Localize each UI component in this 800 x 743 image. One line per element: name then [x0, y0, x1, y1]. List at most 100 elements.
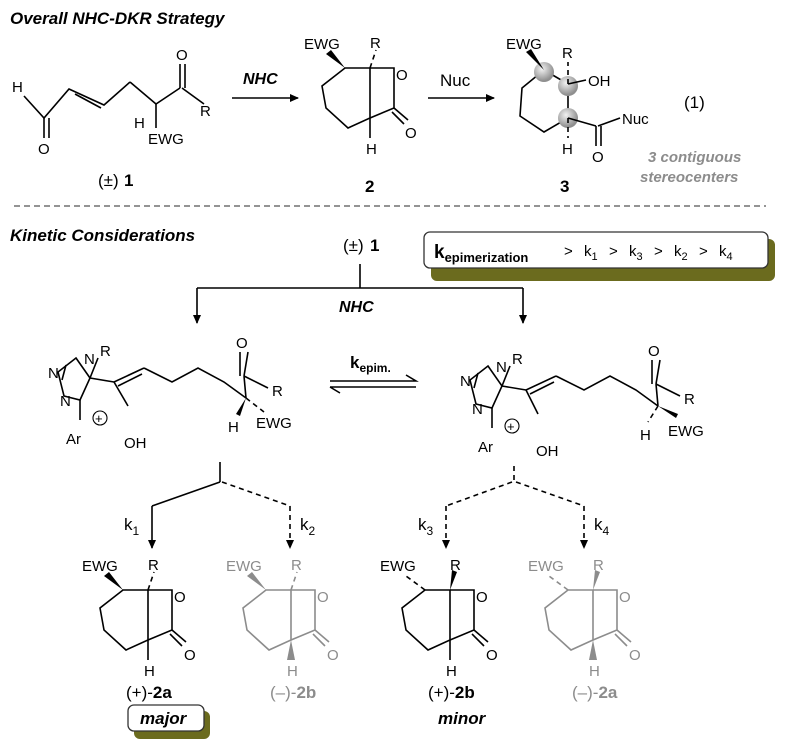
atom-r: R: [100, 343, 111, 360]
k-epim-symbol: k: [350, 353, 360, 372]
k-epimerization-symbol: k: [434, 242, 445, 263]
rate-k-sub: 1: [592, 251, 598, 263]
atom-oh: OH: [124, 435, 147, 452]
stereocenter-sphere: [534, 62, 554, 82]
equilibrium-arrows: kepim.: [329, 353, 419, 394]
svg-text:kepimerization: kepimerization: [434, 242, 528, 265]
atom-r: R: [450, 557, 461, 574]
atom-h: H: [562, 141, 573, 158]
atom-h: H: [287, 663, 298, 680]
svg-text:k3: k3: [418, 515, 434, 538]
product-plus-2b: EWG R O O H: [380, 557, 498, 680]
rate-k: k: [719, 243, 727, 260]
rate-k-sub: 3: [637, 251, 643, 263]
rate-k-sub: 4: [727, 251, 733, 263]
svg-text:k1: k1: [584, 243, 598, 263]
svg-text:k4: k4: [719, 243, 733, 263]
rate-comparator: >: [654, 243, 663, 260]
pathway-arrows: [148, 462, 588, 549]
atom-r: R: [562, 45, 573, 62]
positive-charge: +: [95, 411, 103, 426]
major-label: major: [140, 709, 188, 728]
atom-o: O: [176, 47, 188, 64]
overall-heading: Overall NHC-DKR Strategy: [10, 9, 226, 28]
atom-h: H: [134, 115, 145, 132]
atom-n: N: [60, 393, 71, 410]
svg-text:k1: k1: [124, 515, 140, 538]
atom-ewg: EWG: [506, 36, 542, 53]
positive-charge: +: [507, 419, 515, 434]
atom-r: R: [593, 557, 604, 574]
svg-text:(+)-2b: (+)-2b: [428, 683, 475, 702]
atom-o: O: [396, 67, 408, 84]
atom-o: O: [327, 647, 339, 664]
atom-ewg: EWG: [380, 558, 416, 575]
product-sign: (+)-: [428, 683, 455, 702]
svg-text:(+)-2a: (+)-2a: [126, 683, 172, 702]
breslow-intermediate-left: R N N N Ar + OH O R H EWG: [48, 335, 292, 452]
stereocenter-note-line1: 3 contiguous: [648, 149, 741, 166]
k1-subscript: 1: [133, 524, 140, 538]
product-name: 2b: [296, 683, 316, 702]
atom-r: R: [684, 391, 695, 408]
rate-comparator: >: [699, 243, 708, 260]
k1-symbol: k: [124, 515, 133, 534]
compound-2-label: 2: [365, 177, 374, 196]
atom-ar: Ar: [66, 431, 81, 448]
compound-3-label: 3: [560, 177, 569, 196]
stereocenter-sphere: [558, 76, 578, 96]
atom-n: N: [472, 401, 483, 418]
svg-text:k4: k4: [594, 515, 610, 538]
racemic-label: (±): [98, 171, 119, 190]
product-minus-2a: EWG R O O H: [528, 557, 641, 680]
atom-o: O: [476, 589, 488, 606]
k2-subscript: 2: [309, 524, 316, 538]
major-label-box: major: [127, 704, 210, 739]
k3-subscript: 3: [427, 524, 434, 538]
atom-ewg: EWG: [82, 558, 118, 575]
atom-h: H: [144, 663, 155, 680]
atom-ewg: EWG: [668, 423, 704, 440]
atom-o: O: [174, 589, 186, 606]
atom-o: O: [405, 125, 417, 142]
atom-nuc: Nuc: [622, 111, 649, 128]
product-sign: (+)-: [126, 683, 153, 702]
atom-h: H: [12, 79, 23, 96]
atom-oh: OH: [588, 73, 611, 90]
breslow-intermediate-right: R N N N Ar + OH O R H EWG: [460, 343, 704, 460]
atom-n: N: [496, 359, 507, 376]
product-name: 2a: [598, 683, 617, 702]
atom-n: N: [48, 365, 59, 382]
compound-3-structure: EWG R OH Nuc O H: [506, 36, 649, 166]
k3-symbol: k: [418, 515, 427, 534]
compound-1-label: 1: [370, 236, 379, 255]
rate-order-box: kepimerization > k1 > k3 > k2 > k4: [423, 231, 775, 281]
atom-ewg: EWG: [304, 36, 340, 53]
rate-comparator: >: [564, 243, 573, 260]
k2-symbol: k: [300, 515, 309, 534]
atom-h: H: [366, 141, 377, 158]
atom-r: R: [200, 103, 211, 120]
atom-o: O: [619, 589, 631, 606]
atom-ewg: EWG: [528, 558, 564, 575]
equation-number: (1): [684, 93, 705, 112]
nhc-reagent: NHC: [339, 299, 374, 316]
atom-h: H: [589, 663, 600, 680]
minor-label: minor: [438, 709, 487, 728]
rate-k: k: [674, 243, 682, 260]
svg-text:k2: k2: [300, 515, 316, 538]
nuc-reagent: Nuc: [440, 71, 471, 90]
rate-comparator: >: [609, 243, 618, 260]
atom-ewg: EWG: [148, 131, 184, 148]
atom-r: R: [272, 383, 283, 400]
product-name: 2a: [153, 683, 172, 702]
atom-oh: OH: [536, 443, 559, 460]
atom-o: O: [236, 335, 248, 352]
atom-h: H: [446, 663, 457, 680]
atom-r: R: [291, 557, 302, 574]
compound-2-structure: EWG R O O H: [304, 35, 417, 158]
atom-ar: Ar: [478, 439, 493, 456]
atom-n: N: [460, 373, 471, 390]
atom-h: H: [640, 427, 651, 444]
atom-h: H: [228, 419, 239, 436]
